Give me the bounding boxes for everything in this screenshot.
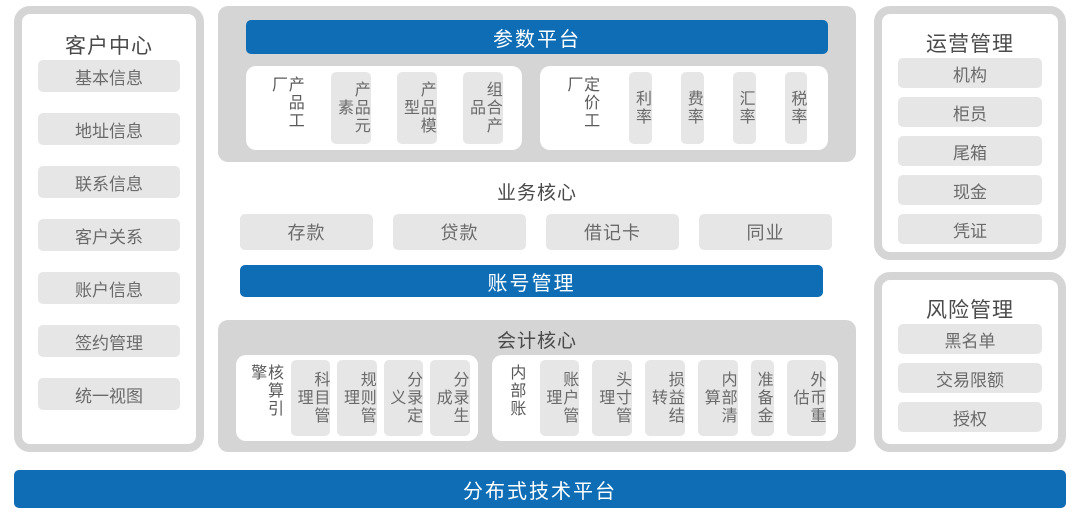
customer-center-item-1[interactable]: 地址信息 bbox=[38, 113, 180, 145]
product-factory-item-2[interactable]: 组合产品 bbox=[463, 72, 503, 144]
param-platform-header[interactable]: 参数平台 bbox=[246, 20, 828, 54]
accounting-engine-item-0[interactable]: 科目管理 bbox=[290, 360, 331, 436]
accounting-engine-group: 核算引擎 科目管理 规则管理 分录定义 分录生成 bbox=[236, 355, 478, 441]
business-core-item-0[interactable]: 存款 bbox=[240, 214, 373, 250]
risk-title: 风险管理 bbox=[926, 299, 1014, 322]
customer-center-item-5[interactable]: 签约管理 bbox=[38, 325, 180, 357]
param-platform-section: 参数平台 产品工厂 产品元素 产品模型 组合产品 定价工厂 利率 费率 汇率 税… bbox=[218, 6, 856, 162]
product-factory-item-0[interactable]: 产品元素 bbox=[331, 72, 371, 144]
internal-account-group: 内部账 账户管理 头寸管理 损益结转 内部清算 准备金 外币重估 bbox=[492, 355, 838, 441]
customer-center-item-2[interactable]: 联系信息 bbox=[38, 166, 180, 198]
internal-account-item-5[interactable]: 外币重估 bbox=[786, 360, 827, 436]
operations-title: 运营管理 bbox=[926, 33, 1014, 56]
operations-item-1[interactable]: 柜员 bbox=[898, 97, 1042, 127]
accounting-engine-item-3[interactable]: 分录生成 bbox=[429, 360, 470, 436]
risk-panel: 风险管理 黑名单 交易限额 授权 bbox=[874, 272, 1066, 452]
account-management-bar[interactable]: 账号管理 bbox=[240, 265, 823, 297]
operations-item-3[interactable]: 现金 bbox=[898, 175, 1042, 205]
pricing-factory-item-3[interactable]: 税率 bbox=[784, 72, 808, 144]
business-core-item-3[interactable]: 同业 bbox=[699, 214, 832, 250]
pricing-factory-group: 定价工厂 利率 费率 汇率 税率 bbox=[540, 66, 828, 150]
business-core-item-1[interactable]: 贷款 bbox=[393, 214, 526, 250]
business-core-title: 业务核心 bbox=[496, 183, 577, 204]
customer-center-item-6[interactable]: 统一视图 bbox=[38, 378, 180, 410]
pricing-factory-item-1[interactable]: 费率 bbox=[680, 72, 704, 144]
operations-item-2[interactable]: 尾箱 bbox=[898, 136, 1042, 166]
accounting-engine-item-1[interactable]: 规则管理 bbox=[337, 360, 377, 436]
pricing-factory-label: 定价工厂 bbox=[564, 76, 599, 130]
product-factory-group: 产品工厂 产品元素 产品模型 组合产品 bbox=[246, 66, 522, 150]
accounting-engine-label: 核算引擎 bbox=[248, 364, 282, 418]
operations-panel: 运营管理 机构 柜员 尾箱 现金 凭证 bbox=[874, 6, 1066, 260]
risk-item-0[interactable]: 黑名单 bbox=[898, 324, 1042, 354]
product-factory-item-1[interactable]: 产品模型 bbox=[397, 72, 437, 144]
risk-item-1[interactable]: 交易限额 bbox=[898, 363, 1042, 393]
internal-account-item-3[interactable]: 内部清算 bbox=[697, 360, 738, 436]
accounting-engine-item-2[interactable]: 分录定义 bbox=[383, 360, 424, 436]
customer-center-panel: 客户中心 基本信息 地址信息 联系信息 客户关系 账户信息 签约管理 统一视图 bbox=[14, 6, 204, 452]
internal-account-label: 内部账 bbox=[507, 364, 525, 418]
pricing-factory-item-0[interactable]: 利率 bbox=[629, 72, 652, 144]
operations-item-0[interactable]: 机构 bbox=[898, 58, 1042, 88]
customer-center-item-3[interactable]: 客户关系 bbox=[38, 219, 180, 251]
operations-item-4[interactable]: 凭证 bbox=[898, 214, 1042, 244]
customer-center-item-0[interactable]: 基本信息 bbox=[38, 60, 180, 92]
customer-center-title: 客户中心 bbox=[65, 35, 153, 58]
business-core-item-2[interactable]: 借记卡 bbox=[546, 214, 679, 250]
accounting-core-title: 会计核心 bbox=[496, 331, 577, 352]
tech-platform-bar[interactable]: 分布式技术平台 bbox=[14, 470, 1066, 508]
risk-item-2[interactable]: 授权 bbox=[898, 402, 1042, 432]
business-core-row: 存款 贷款 借记卡 同业 bbox=[240, 214, 832, 250]
product-factory-label: 产品工厂 bbox=[269, 76, 303, 130]
internal-account-item-4[interactable]: 准备金 bbox=[750, 360, 774, 436]
internal-account-item-2[interactable]: 损益结转 bbox=[645, 360, 685, 436]
customer-center-item-4[interactable]: 账户信息 bbox=[38, 272, 180, 304]
pricing-factory-item-2[interactable]: 汇率 bbox=[732, 72, 756, 144]
internal-account-item-0[interactable]: 账户管理 bbox=[539, 360, 580, 436]
internal-account-item-1[interactable]: 头寸管理 bbox=[592, 360, 632, 436]
